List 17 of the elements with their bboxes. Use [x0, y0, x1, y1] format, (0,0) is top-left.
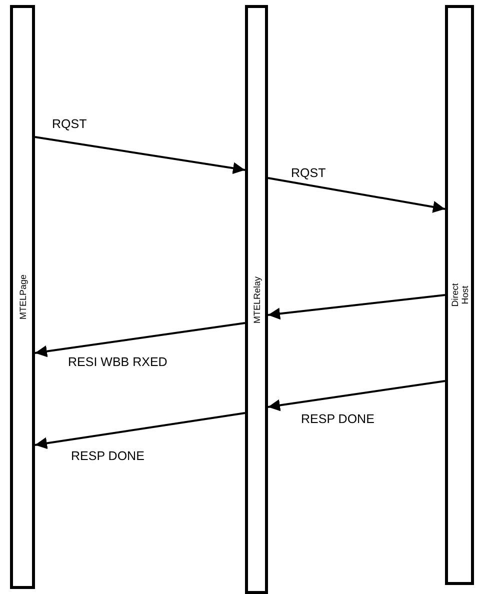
lifeline-label: MTELPage — [18, 273, 28, 322]
message-arrow — [34, 412, 246, 450]
message-arrow — [268, 294, 446, 320]
edge-label: RESI WBB RXED — [68, 355, 168, 369]
edge-label: RQST — [291, 166, 326, 180]
message-arrow — [268, 177, 446, 213]
message-arrow — [34, 136, 246, 174]
lifeline-label: Direct Host — [450, 282, 470, 309]
edge-label: RESP DONE — [301, 412, 374, 426]
message-arrow — [268, 380, 446, 412]
lifeline-bar — [445, 5, 474, 585]
lifeline-label: MTELRelay — [252, 275, 262, 326]
message-arrow — [34, 322, 246, 358]
edge-label: RQST — [52, 117, 87, 131]
edge-label: RESP DONE — [71, 449, 144, 463]
lifeline-bar — [245, 5, 268, 594]
lifeline-bar — [10, 5, 35, 589]
